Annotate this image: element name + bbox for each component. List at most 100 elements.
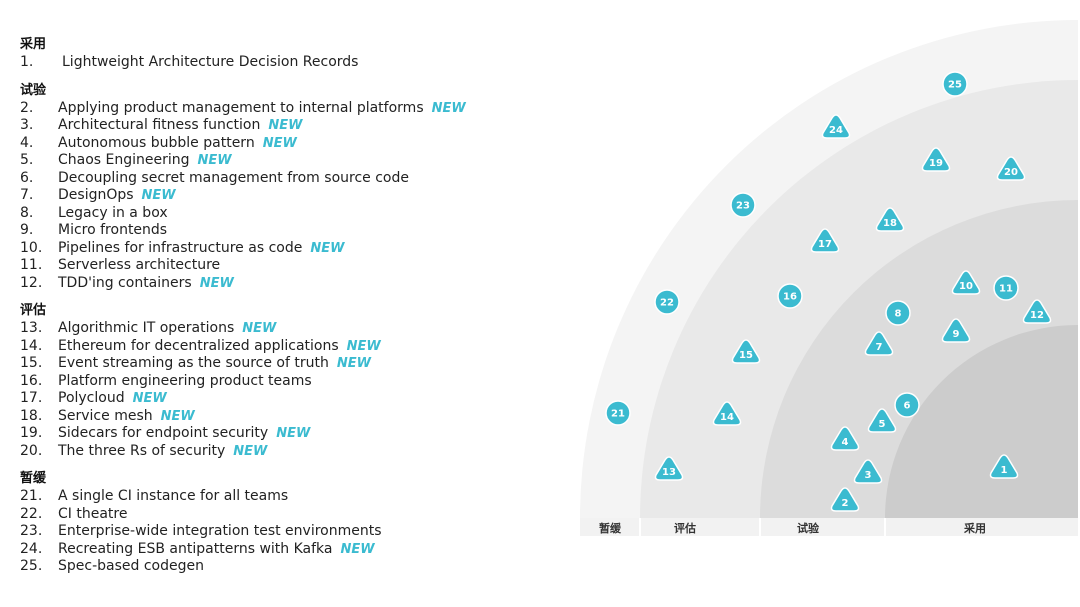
new-badge: NEW: [160, 408, 195, 424]
list-item[interactable]: 14.Ethereum for decentralized applicatio…: [20, 338, 580, 356]
blip-19[interactable]: 19: [921, 147, 951, 172]
list-item[interactable]: 16.Platform engineering product teams: [20, 373, 580, 391]
blip-triangle: [921, 147, 951, 172]
new-badge: NEW: [336, 356, 371, 371]
section-title: 采用: [20, 37, 47, 52]
blip-triangle: [941, 318, 971, 343]
list-item[interactable]: 22.CI theatre: [20, 506, 580, 524]
new-badge: NEW: [310, 240, 345, 256]
blip-13[interactable]: 13: [654, 456, 684, 481]
new-badge: NEW: [340, 541, 375, 557]
list-item[interactable]: 6.Decoupling secret management from sour…: [20, 170, 580, 188]
item-name: Platform engineering product teams: [58, 372, 312, 389]
item-number: 9.: [20, 222, 34, 238]
blip-21[interactable]: 21: [605, 400, 631, 426]
blip-11[interactable]: 11: [993, 275, 1019, 301]
blip-triangle: [989, 454, 1019, 479]
blip-6[interactable]: 6: [894, 392, 920, 418]
ring-label-bar: [580, 518, 1078, 536]
item-number: 19.: [20, 425, 43, 441]
item-number: 2.: [20, 99, 34, 116]
new-badge: NEW: [431, 100, 466, 116]
blip-24[interactable]: 24: [821, 114, 851, 139]
section-adopt: 采用 1. Lightweight Architecture Decision …: [20, 36, 580, 72]
blip-triangle: [830, 426, 860, 451]
blip-8[interactable]: 8: [885, 300, 911, 326]
blip-label: 16: [783, 292, 797, 303]
section-hold: 暂缓 21.A single CI instance for all teams…: [20, 470, 580, 576]
item-number: 20.: [20, 442, 43, 459]
blip-18[interactable]: 18: [875, 207, 905, 232]
item-name: Serverless architecture: [58, 257, 221, 273]
blip-12[interactable]: 12: [1022, 299, 1052, 324]
list-item[interactable]: 8.Legacy in a box: [20, 205, 580, 223]
list-item[interactable]: 15.Event streaming as the source of trut…: [20, 355, 580, 373]
blip-label: 9: [953, 329, 960, 340]
blip-triangle: [731, 339, 761, 364]
blip-5[interactable]: 5: [867, 408, 897, 433]
blip-7[interactable]: 7: [864, 331, 894, 356]
blip-label: 11: [999, 284, 1013, 295]
blip-label: 22: [660, 298, 674, 309]
blip-20[interactable]: 20: [996, 156, 1026, 181]
blip-label: 10: [959, 281, 973, 292]
item-number: 25.: [20, 558, 43, 574]
item-name: Decoupling secret management from source…: [58, 169, 409, 186]
blip-triangle: [875, 207, 905, 232]
blip-triangle: [654, 456, 684, 481]
blip-14[interactable]: 14: [712, 401, 742, 426]
section-title: 暂缓: [20, 471, 47, 486]
blip-15[interactable]: 15: [731, 339, 761, 364]
blip-label: 15: [739, 350, 753, 361]
blip-label: 7: [876, 342, 883, 353]
blip-label: 14: [720, 412, 734, 423]
blip-1[interactable]: 1: [989, 454, 1019, 479]
blip-10[interactable]: 10: [951, 270, 981, 295]
blip-triangle: [867, 408, 897, 433]
blip-circle: [894, 392, 920, 418]
blip-16[interactable]: 16: [777, 283, 803, 309]
blip-4[interactable]: 4: [830, 426, 860, 451]
new-badge: NEW: [276, 426, 311, 441]
item-number: 22.: [20, 505, 43, 522]
list-item[interactable]: 23.Enterprise-wide integration test envi…: [20, 523, 580, 541]
blip-17[interactable]: 17: [810, 228, 840, 253]
list-item[interactable]: 1. Lightweight Architecture Decision Rec…: [20, 54, 580, 72]
item-number: 3.: [20, 117, 34, 133]
blip-9[interactable]: 9: [941, 318, 971, 343]
list-item[interactable]: 11.Serverless architecture: [20, 257, 580, 275]
list-item[interactable]: 2. Applying product management to interna…: [20, 100, 580, 118]
list-item[interactable]: 25. Spec-based codegen: [20, 558, 580, 576]
blip-label: 6: [904, 401, 911, 412]
list-item[interactable]: 9.Micro frontends: [20, 222, 580, 240]
blip-3[interactable]: 3: [853, 459, 883, 484]
item-name: Spec-based codegen: [58, 558, 204, 574]
blip-23[interactable]: 23: [730, 192, 756, 218]
ring-label-assess: 评估: [674, 521, 696, 535]
blip-2[interactable]: 2: [830, 487, 860, 512]
blip-25[interactable]: 25: [942, 71, 968, 97]
blip-circle: [654, 289, 680, 315]
item-name: Applying product management to internal …: [58, 99, 466, 116]
list-item[interactable]: 24.Recreating ESB antipatterns with Kafk…: [20, 541, 580, 559]
blip-circle: [605, 400, 631, 426]
blip-circle: [777, 283, 803, 309]
list-item[interactable]: 21.A single CI instance for all teams: [20, 488, 580, 506]
blip-22[interactable]: 22: [654, 289, 680, 315]
